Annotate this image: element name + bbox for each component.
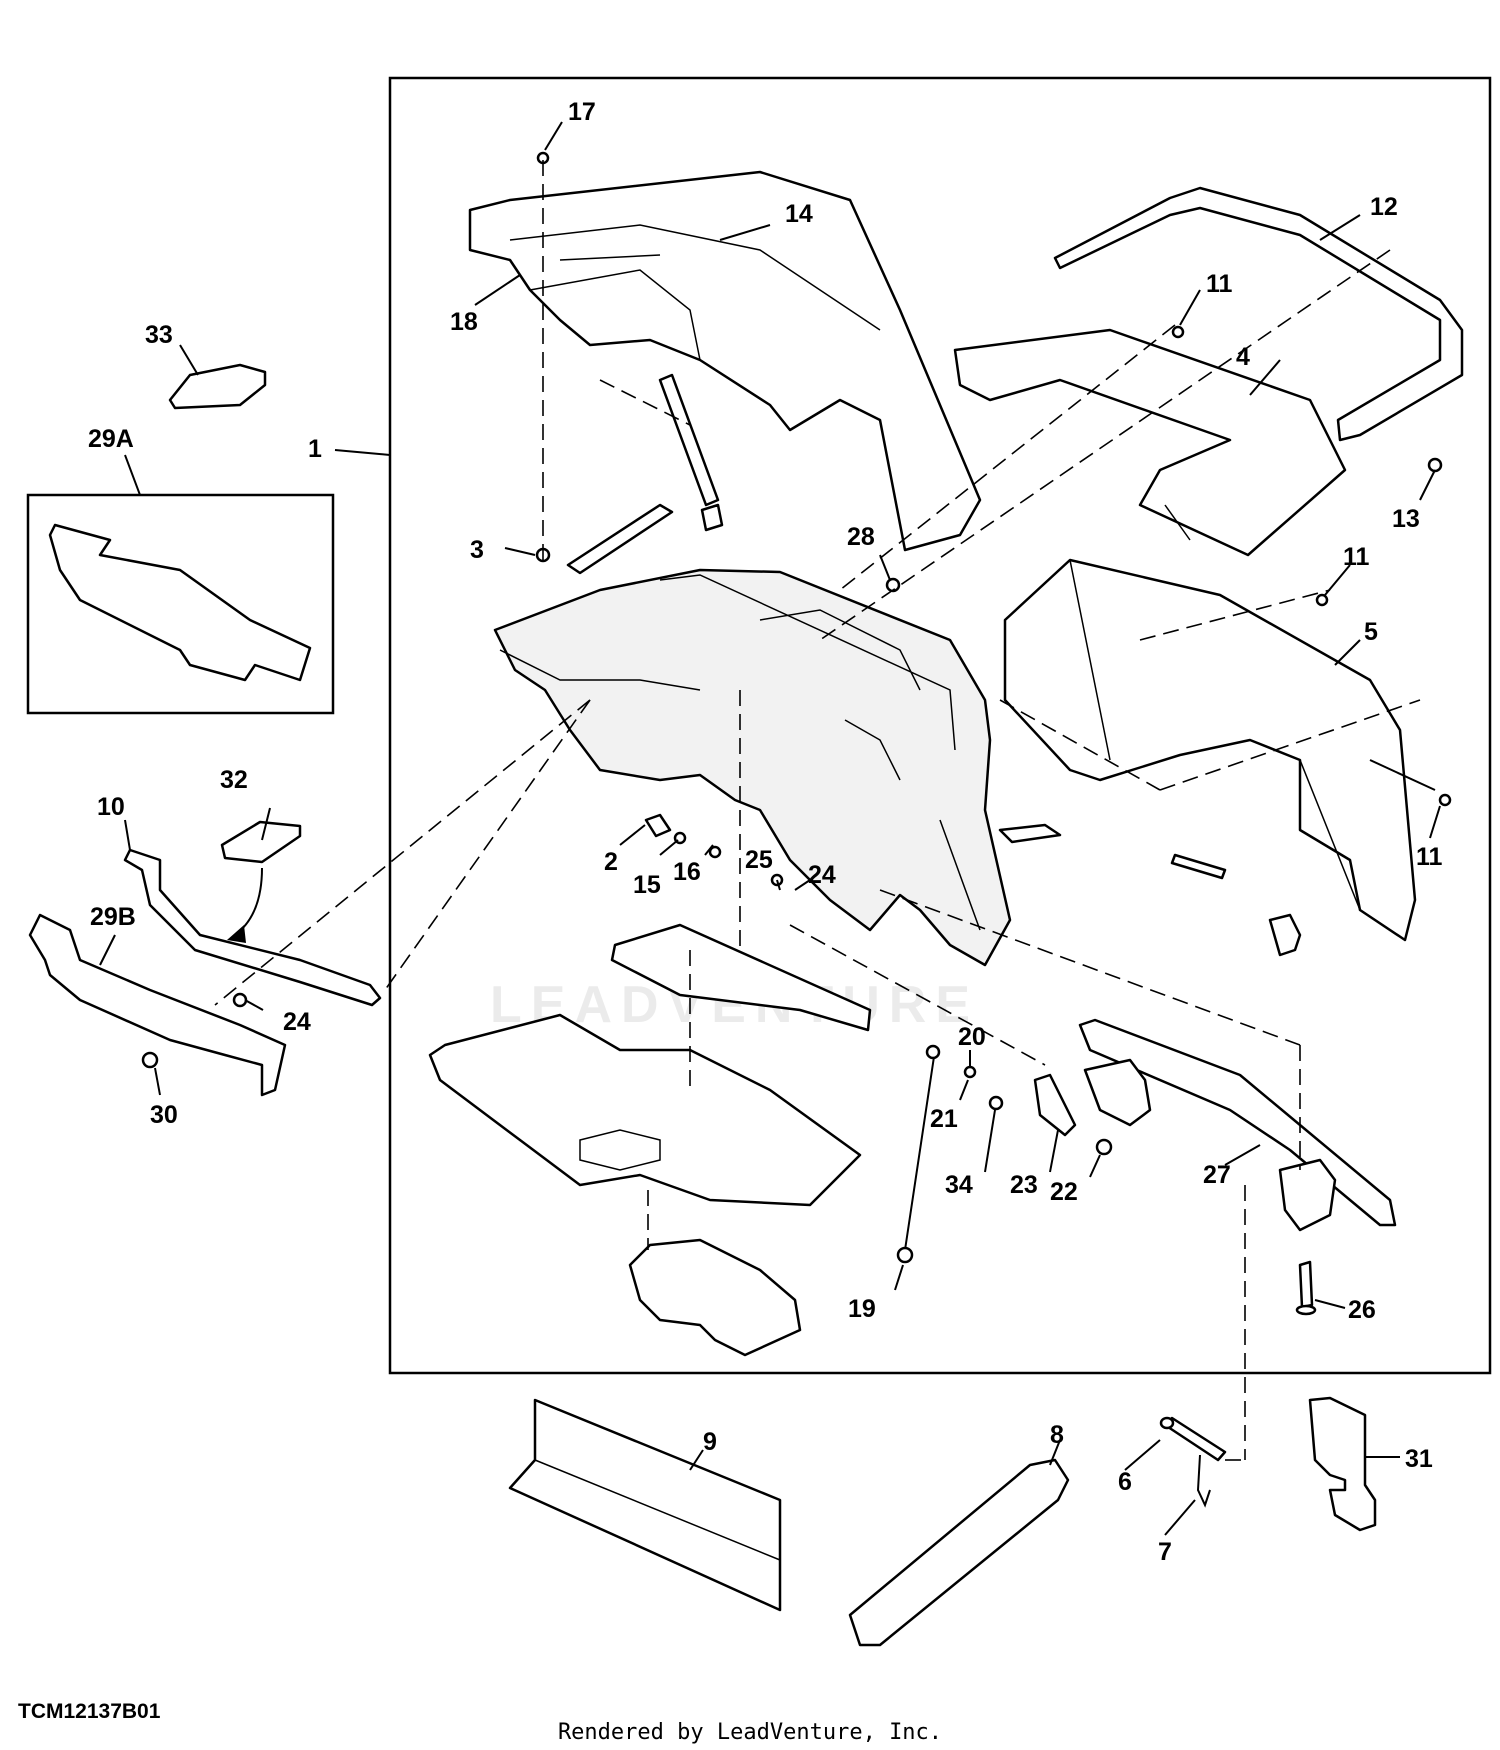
callout-7: 7 bbox=[1158, 1538, 1172, 1566]
assembly-frame bbox=[388, 76, 1492, 1375]
callout-23: 23 bbox=[1010, 1171, 1038, 1199]
callout-11-right: 11 bbox=[1416, 843, 1443, 871]
callout-25: 25 bbox=[745, 846, 773, 874]
callout-28: 28 bbox=[847, 523, 875, 551]
callout-6: 6 bbox=[1118, 1468, 1132, 1496]
callout-14: 14 bbox=[785, 200, 813, 228]
part-7-clip bbox=[1196, 1454, 1211, 1508]
part-29a-bracket bbox=[48, 523, 312, 682]
render-credit: Rendered by LeadVenture, Inc. bbox=[557, 1720, 943, 1745]
strip-left-upper bbox=[658, 373, 720, 507]
inset-box-29a bbox=[26, 493, 335, 715]
callout-16: 16 bbox=[673, 858, 701, 886]
callout-8: 8 bbox=[1050, 1421, 1064, 1449]
part-33-cap bbox=[168, 363, 267, 410]
leader-lines bbox=[99, 121, 1441, 1536]
pin-6-head bbox=[1159, 1416, 1175, 1430]
strip-right-mid bbox=[998, 823, 1062, 844]
callout-12: 12 bbox=[1370, 193, 1398, 221]
callout-1: 1 bbox=[308, 435, 322, 463]
callout-17: 17 bbox=[568, 98, 596, 126]
callout-21: 21 bbox=[930, 1105, 958, 1133]
main-fender-body bbox=[493, 568, 1012, 967]
callout-33: 33 bbox=[145, 321, 173, 349]
arrow-head bbox=[227, 925, 246, 943]
part-27-hinge-bar bbox=[1078, 1018, 1397, 1232]
callout-24-main: 24 bbox=[808, 861, 836, 889]
callout-19: 19 bbox=[848, 1295, 876, 1323]
part-4-panel bbox=[953, 328, 1347, 557]
callout-4: 4 bbox=[1236, 343, 1250, 371]
callout-29a: 29A bbox=[88, 425, 134, 453]
deck-plate-cutout bbox=[579, 1129, 661, 1171]
callout-9: 9 bbox=[703, 1428, 717, 1456]
callout-11-top: 11 bbox=[1206, 270, 1233, 298]
lower-shroud bbox=[628, 1238, 802, 1357]
callout-34: 34 bbox=[945, 1171, 973, 1199]
part-19-cable bbox=[904, 1047, 937, 1251]
part-10-rod bbox=[123, 848, 382, 1007]
callouts: 1 2 3 4 5 6 7 8 9 10 11 11 11 12 13 14 1… bbox=[88, 98, 1443, 1566]
callout-5: 5 bbox=[1364, 618, 1378, 646]
part-26-bolt bbox=[1298, 1260, 1314, 1309]
part-23-plate bbox=[1033, 1073, 1077, 1137]
callout-29b: 29B bbox=[90, 903, 136, 931]
callout-18: 18 bbox=[450, 308, 478, 336]
callout-15: 15 bbox=[633, 871, 661, 899]
callout-31: 31 bbox=[1405, 1445, 1433, 1473]
arrow-32-to-10 bbox=[234, 867, 263, 936]
callout-24-left: 24 bbox=[283, 1008, 311, 1036]
lower-seat-plate bbox=[610, 923, 872, 1032]
part-5-side-panel bbox=[1003, 558, 1417, 942]
figure-code: TCM12137B01 bbox=[18, 1700, 161, 1723]
callout-13: 13 bbox=[1392, 505, 1420, 533]
part-31-bracket bbox=[1308, 1396, 1377, 1532]
cable-eye-bottom bbox=[896, 1246, 914, 1264]
clip-top bbox=[700, 503, 724, 532]
callout-20: 20 bbox=[958, 1023, 986, 1051]
callout-26: 26 bbox=[1348, 1296, 1376, 1324]
callout-10: 10 bbox=[97, 793, 125, 821]
part-8-bar bbox=[848, 1458, 1070, 1647]
part-12-arc-rail bbox=[1053, 186, 1464, 442]
callout-32: 32 bbox=[220, 766, 248, 794]
part-29b-bracket bbox=[28, 913, 287, 1097]
cable-eye-top bbox=[925, 1044, 941, 1060]
callout-2: 2 bbox=[604, 848, 618, 876]
callout-22: 22 bbox=[1050, 1178, 1078, 1206]
lower-deck-plate bbox=[428, 1013, 862, 1207]
part-32-pad bbox=[220, 820, 302, 864]
alignment-lines bbox=[214, 160, 1421, 1461]
strip-right-low bbox=[1170, 853, 1227, 880]
callout-3: 3 bbox=[470, 536, 484, 564]
callout-27: 27 bbox=[1203, 1161, 1231, 1189]
callout-11-mid: 11 bbox=[1343, 543, 1370, 571]
callout-30: 30 bbox=[150, 1101, 178, 1129]
strip-left-lower bbox=[566, 503, 674, 575]
bolt-26-head bbox=[1295, 1304, 1317, 1316]
clip-right bbox=[1268, 913, 1302, 957]
plate-9-fold bbox=[534, 1459, 781, 1561]
part-14-upper-cover bbox=[468, 170, 982, 552]
